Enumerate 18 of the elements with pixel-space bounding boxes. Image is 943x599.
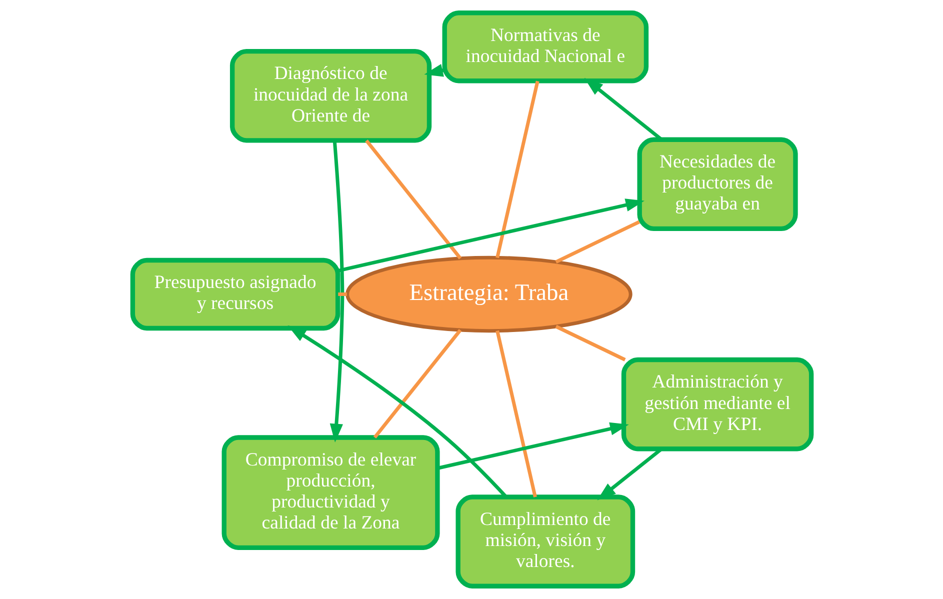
node-box: Diagnóstico de inocuidad de la zona Oriente de [229,48,432,143]
connector [338,292,346,296]
arrow [329,140,344,443]
connector [495,80,539,258]
node-box: Cumplimiento de misión, visión y valores. [455,494,635,588]
node-box: Administración y gestión mediante el CMI y KPI. [620,357,814,452]
connector [364,139,462,260]
arrow [336,198,644,273]
connector [554,220,640,264]
node-box: Normativas de inocuidad Nacional e [442,10,648,84]
arrow [436,422,628,470]
connector [495,330,536,498]
connector [372,329,462,439]
node-box: Necesidades de productores de guayaba en [636,137,798,232]
node-ellipse: Estrategia: Traba [345,256,632,333]
node-box: Compromiso de elevar producción, productividad y calidad de la Zona [221,435,440,550]
node-box: Presupuesto asignado y recursos [130,258,340,331]
connector [554,324,626,362]
